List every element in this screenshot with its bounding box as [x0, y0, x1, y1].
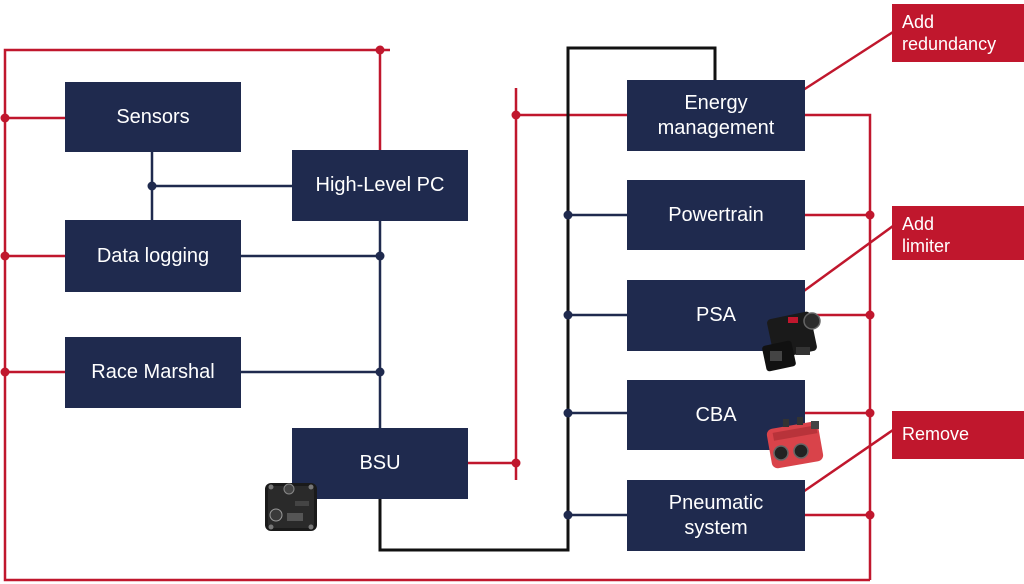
psa-actuator-icon — [762, 311, 821, 372]
sensors-node: Sensors — [65, 82, 241, 152]
race-marshal-label: Race Marshal — [91, 361, 215, 383]
add-limiter-callout: Add limiter — [892, 206, 1024, 260]
energy-management-node: Energy management — [627, 80, 805, 151]
pneumatic-line — [378, 46, 717, 552]
data-logging-node: Data logging — [65, 220, 241, 292]
cba-label: CBA — [695, 403, 737, 426]
remove-callout: Remove — [892, 411, 1024, 459]
race-marshal-node: Race Marshal — [65, 337, 241, 408]
pneumatic-system-label: Pneumatic system — [668, 491, 764, 539]
power-bus-left — [3, 48, 870, 582]
add-redundancy-callout: Add redundancy — [892, 4, 1024, 62]
high-level-pc-node: High-Level PC — [292, 150, 468, 221]
callout-leaders — [796, 30, 894, 498]
powertrain-label: Powertrain — [668, 203, 764, 226]
pneumatic-system-node: Pneumatic system — [627, 480, 805, 551]
high-level-pc-label: High-Level PC — [315, 174, 445, 196]
bsu-label: BSU — [359, 452, 401, 474]
data-logging-label: Data logging — [96, 244, 210, 267]
bsu-module-icon — [265, 483, 317, 531]
powertrain-node: Powertrain — [627, 180, 805, 250]
sensors-label: Sensors — [116, 105, 190, 128]
bsu-node: BSU — [292, 428, 468, 499]
cba-actuator-icon — [766, 417, 824, 469]
junction-dots — [0, 45, 875, 520]
psa-label: PSA — [695, 304, 737, 326]
energy-management-label: Energy management — [657, 91, 775, 139]
